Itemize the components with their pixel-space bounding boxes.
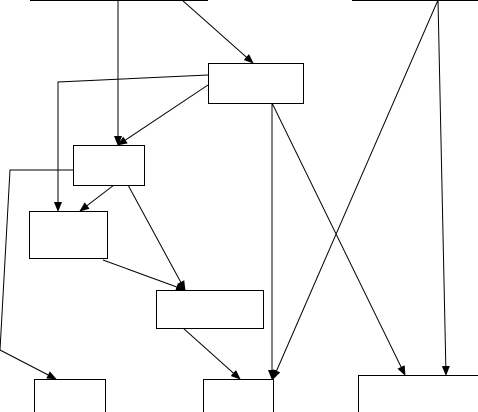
edge-top-right-bar-to-bottom-middle-box bbox=[272, 0, 439, 380]
edge-middle-left-box-to-wide-box bbox=[127, 184, 186, 291]
edge-upper-box-to-small-left-box bbox=[54, 74, 209, 212]
edge-top-left-bar-to-upper-box bbox=[181, 0, 254, 64]
node-wide-box bbox=[156, 290, 264, 329]
small-left-box-rect bbox=[29, 211, 108, 259]
edge-small-left-box-to-wide-box bbox=[102, 259, 186, 291]
bottom-left-box-rect bbox=[34, 379, 106, 412]
edges-layer bbox=[0, 0, 450, 380]
upper-box-rect bbox=[208, 63, 304, 104]
edge-middle-left-box-to-small-left-box bbox=[79, 184, 115, 212]
middle-left-box-rect bbox=[73, 145, 145, 186]
node-bottom-right-box bbox=[358, 375, 478, 412]
node-middle-left-box bbox=[73, 145, 145, 186]
bottom-right-box-rect bbox=[358, 375, 478, 412]
edge-upper-box-to-bottom-right-box bbox=[271, 102, 406, 376]
edge-middle-left-box-to-bottom-left-box bbox=[0, 169, 73, 380]
wide-box-rect bbox=[156, 290, 264, 329]
edge-wide-box-to-bottom-middle-box bbox=[182, 327, 241, 380]
node-small-left-box bbox=[29, 211, 108, 259]
nodes-layer bbox=[29, 0, 478, 412]
bottom-middle-box-rect bbox=[203, 379, 274, 412]
edge-upper-box-to-middle-left-box bbox=[117, 84, 209, 146]
edge-top-right-bar-to-bottom-right-box bbox=[437, 0, 450, 376]
node-bottom-middle-box bbox=[203, 379, 274, 412]
node-upper-box bbox=[208, 63, 304, 104]
node-bottom-left-box bbox=[34, 379, 106, 412]
